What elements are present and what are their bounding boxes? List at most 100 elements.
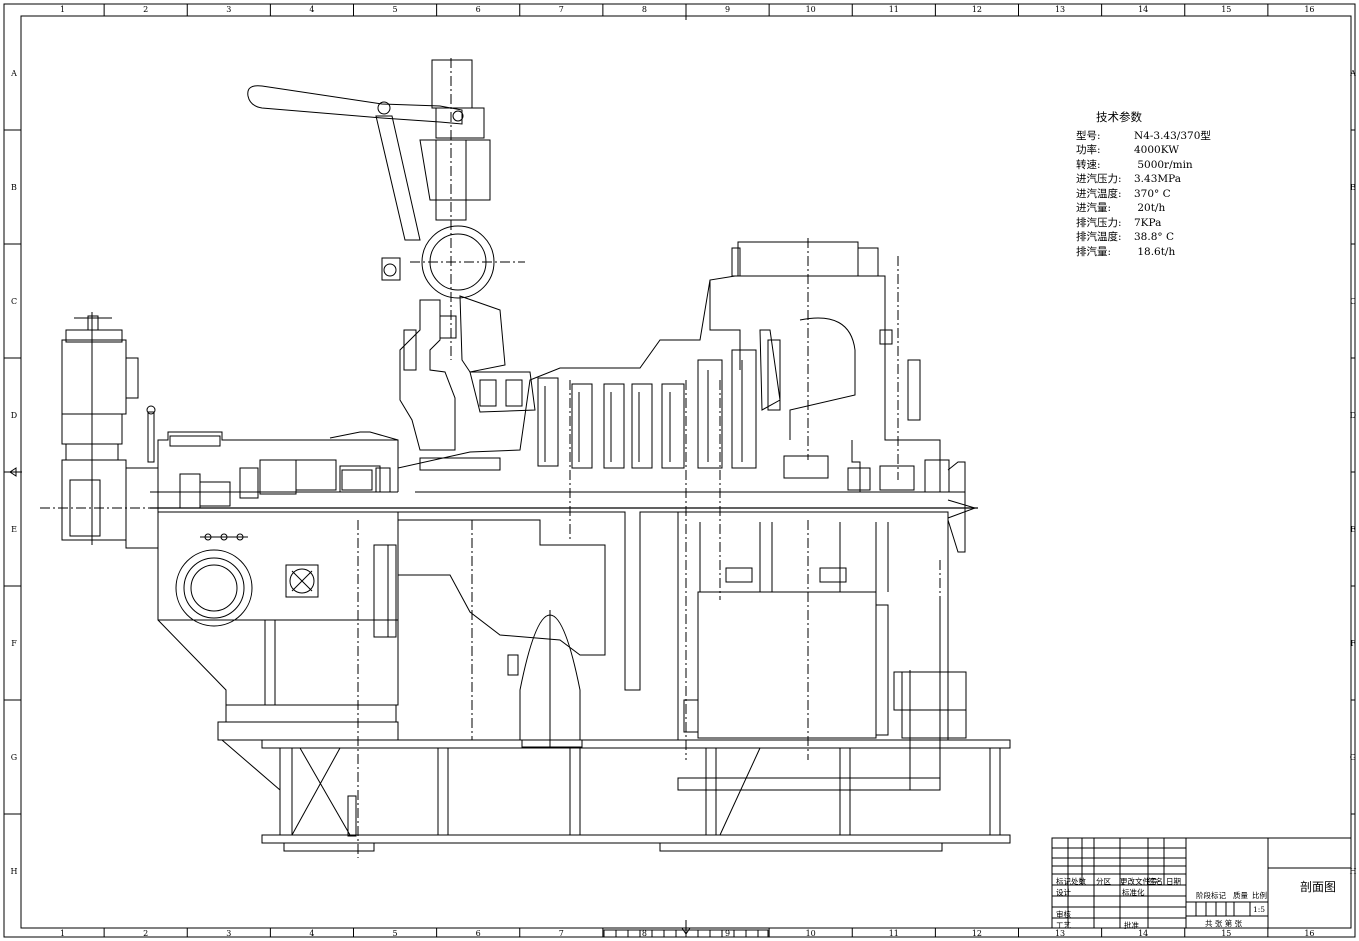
column-label-bottom: 11 xyxy=(889,929,899,938)
param-row: 排汽压力: 7KPa xyxy=(1076,216,1211,231)
column-label-bottom: 12 xyxy=(972,929,982,938)
row-label-left: A xyxy=(10,69,17,78)
column-label-top: 16 xyxy=(1304,5,1314,14)
column-label-top: 8 xyxy=(642,5,647,14)
param-label: 转速: xyxy=(1076,158,1101,171)
column-label-bottom: 8 xyxy=(642,929,647,938)
param-label: 型号: xyxy=(1076,129,1101,142)
row-label-right: G xyxy=(1350,753,1356,762)
column-label-bottom: 5 xyxy=(393,929,398,938)
tb-ratio: 比例 xyxy=(1252,891,1267,900)
param-label: 排汽压力: xyxy=(1076,216,1122,229)
param-label: 进汽量: xyxy=(1076,202,1112,214)
param-value: 18.6t/h xyxy=(1134,245,1176,258)
row-label-left: H xyxy=(11,867,18,876)
param-label: 排汽量: xyxy=(1076,245,1112,258)
row-label-right: E xyxy=(1350,525,1356,534)
tb-weight: 质量 xyxy=(1233,891,1248,900)
param-value: 38.8° C xyxy=(1134,231,1175,243)
tb-review: 审核 xyxy=(1056,910,1071,919)
row-label-left: B xyxy=(11,183,17,192)
tb-change-doc: 更改文件号 xyxy=(1120,877,1158,886)
centering-marks xyxy=(4,4,769,938)
column-label-top: 11 xyxy=(889,5,899,14)
row-label-left: C xyxy=(11,297,17,306)
column-label-top: 9 xyxy=(725,5,730,14)
grid-labels: 1122334455667788991010111112121313141415… xyxy=(10,5,1356,938)
tb-sheets: 共 张 第 张 xyxy=(1205,919,1243,928)
row-label-right: D xyxy=(1350,411,1356,420)
column-label-top: 5 xyxy=(393,5,398,14)
column-label-top: 2 xyxy=(143,5,148,14)
tb-standard: 标准化 xyxy=(1122,888,1145,897)
row-label-left: G xyxy=(11,753,17,762)
column-label-bottom: 3 xyxy=(226,929,231,938)
row-label-left: F xyxy=(11,639,17,648)
column-label-top: 6 xyxy=(476,5,481,14)
column-label-top: 14 xyxy=(1138,5,1148,14)
column-label-top: 3 xyxy=(226,5,231,14)
column-label-top: 12 xyxy=(972,5,982,14)
param-value: 20t/h xyxy=(1134,202,1166,214)
tb-process: 工艺 xyxy=(1056,921,1071,930)
column-label-bottom: 2 xyxy=(143,929,148,938)
column-label-bottom: 6 xyxy=(476,929,481,938)
column-label-top: 13 xyxy=(1055,5,1065,14)
row-label-left: E xyxy=(11,525,17,534)
tb-count: 处数 xyxy=(1071,877,1086,886)
param-label: 进汽温度: xyxy=(1076,187,1122,200)
column-label-bottom: 7 xyxy=(559,929,564,938)
column-label-bottom: 14 xyxy=(1138,929,1148,938)
param-row: 排汽温度: 38.8° C xyxy=(1076,230,1211,245)
param-value: 5000r/min xyxy=(1134,158,1193,171)
param-value: 7KPa xyxy=(1134,216,1162,229)
row-label-right: F xyxy=(1350,639,1356,648)
column-label-top: 10 xyxy=(806,5,816,14)
param-value: 4000KW xyxy=(1134,144,1179,156)
column-label-bottom: 1 xyxy=(60,929,65,938)
row-label-left: D xyxy=(11,411,17,420)
param-label: 功率: xyxy=(1076,144,1101,156)
column-label-bottom: 16 xyxy=(1304,929,1314,938)
column-label-bottom: 10 xyxy=(806,929,816,938)
column-label-bottom: 15 xyxy=(1221,929,1231,938)
tb-scale: 1:5 xyxy=(1253,905,1266,914)
column-label-top: 1 xyxy=(60,5,65,14)
tb-approve: 批准 xyxy=(1124,921,1139,930)
row-label-right: A xyxy=(1349,69,1356,78)
drawing-name: 剖面图 xyxy=(1300,880,1337,894)
row-label-right: H xyxy=(1350,867,1357,876)
param-value: 3.43MPa xyxy=(1134,173,1181,185)
column-label-bottom: 4 xyxy=(309,929,314,938)
turbine-stages xyxy=(537,339,781,469)
param-row: 功率: 4000KW xyxy=(1076,143,1211,158)
technical-parameters: 技术参数 型号: N4-3.43/370型功率: 4000KW 转速: 5000r/m… xyxy=(1076,110,1211,259)
param-row: 进汽温度: 370° C xyxy=(1076,187,1211,202)
row-label-right: C xyxy=(1350,297,1356,306)
title-block-frame xyxy=(1051,837,1352,929)
turbine-section-view xyxy=(40,58,1011,858)
column-label-top: 7 xyxy=(559,5,564,14)
column-label-top: 15 xyxy=(1221,5,1231,14)
column-label-bottom: 13 xyxy=(1055,929,1065,938)
param-value: N4-3.43/370型 xyxy=(1134,129,1211,142)
column-label-bottom: 9 xyxy=(725,929,730,938)
tb-sign: 签名 xyxy=(1148,877,1163,886)
param-row: 排汽量: 18.6t/h xyxy=(1076,245,1211,260)
tb-date: 日期 xyxy=(1166,877,1181,886)
param-label: 进汽压力: xyxy=(1076,173,1122,185)
param-row: 转速: 5000r/min xyxy=(1076,158,1211,173)
param-row: 进汽压力: 3.43MPa xyxy=(1076,172,1211,187)
tb-design: 设计 xyxy=(1056,888,1071,897)
params-title: 技术参数 xyxy=(1096,110,1142,124)
param-row: 型号: N4-3.43/370型 xyxy=(1076,129,1211,144)
row-label-right: B xyxy=(1350,183,1356,192)
tb-zone: 分区 xyxy=(1096,877,1111,886)
column-label-top: 4 xyxy=(309,5,314,14)
tb-stage-mark: 阶段标记 xyxy=(1196,891,1226,900)
param-value: 370° C xyxy=(1134,187,1171,200)
param-label: 排汽温度: xyxy=(1076,231,1122,243)
tb-mark: 标记 xyxy=(1056,877,1071,886)
